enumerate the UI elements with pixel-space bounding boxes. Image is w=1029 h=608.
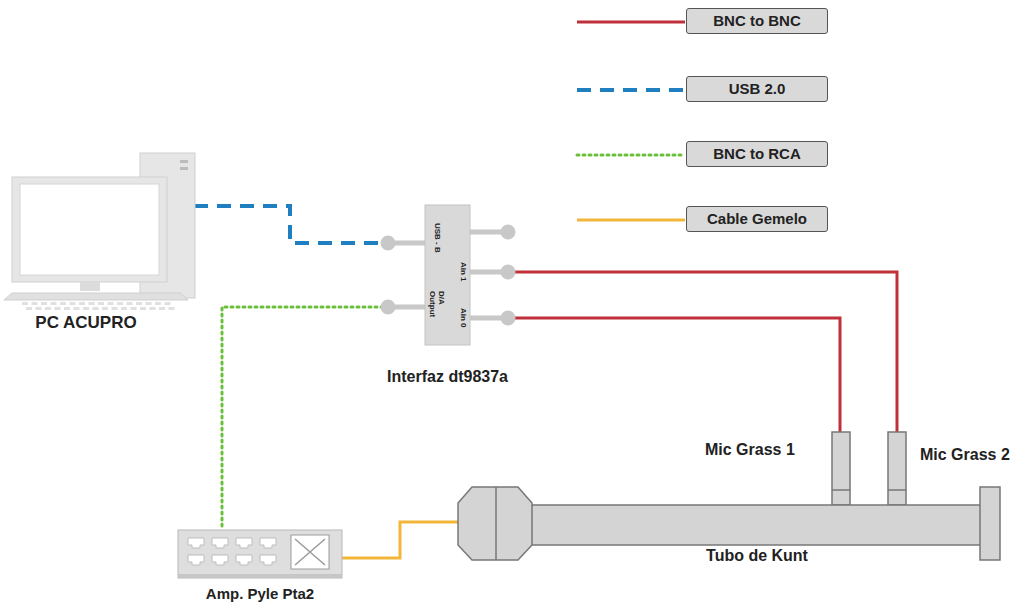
device-label: Mic Grass 2 bbox=[920, 446, 1010, 464]
legend-sample bbox=[577, 21, 685, 24]
device-shape bbox=[832, 432, 850, 505]
port-jack bbox=[503, 313, 513, 323]
device-node: Amp. Pyle Pta2 bbox=[178, 530, 348, 608]
device-shape: USB - B D/A Output Ain 1 Ain 0 bbox=[425, 205, 470, 345]
port-label: Ain 0 bbox=[459, 308, 468, 348]
port-label: USB - B bbox=[433, 223, 442, 283]
legend-text: BNC to RCA bbox=[687, 142, 827, 165]
port-jack bbox=[383, 302, 393, 312]
device-shape bbox=[178, 530, 342, 578]
legend-entry: BNC to RCA bbox=[686, 141, 828, 167]
port-jack bbox=[503, 227, 513, 237]
device-node: Tubo de Kunt bbox=[455, 485, 1005, 585]
device-illustration bbox=[832, 432, 850, 505]
legend-entry: BNC to BNC bbox=[686, 8, 828, 34]
device-label: Interfaz dt9837a bbox=[387, 368, 508, 386]
device-illustration bbox=[178, 530, 342, 578]
legend-sample bbox=[577, 88, 685, 92]
legend-text: BNC to BNC bbox=[687, 9, 827, 32]
port-jack bbox=[383, 238, 393, 248]
device-node: Mic Grass 1 bbox=[700, 430, 855, 508]
legend-entry: Cable Gemelo bbox=[686, 206, 828, 232]
port-label: D/A Output bbox=[428, 291, 446, 321]
legend-text: Cable Gemelo bbox=[687, 207, 827, 230]
cable bbox=[222, 307, 425, 530]
device-node: Mic Grass 2 bbox=[886, 430, 1026, 508]
device-node: PC ACUPRO bbox=[12, 150, 198, 345]
cable bbox=[470, 272, 897, 432]
cable bbox=[342, 522, 458, 558]
legend-entry: USB 2.0 bbox=[686, 76, 828, 102]
device-label: Tubo de Kunt bbox=[706, 547, 808, 565]
device-shape bbox=[12, 150, 197, 315]
device-label: Mic Grass 1 bbox=[705, 441, 795, 459]
device-label: Amp. Pyle Pta2 bbox=[206, 585, 314, 602]
port-label: Ain 1 bbox=[459, 262, 468, 302]
legend-text: USB 2.0 bbox=[687, 77, 827, 100]
device-shape bbox=[888, 432, 906, 505]
device-node: USB - B D/A Output Ain 1 Ain 0 Interfaz dt98… bbox=[360, 200, 520, 390]
device-illustration bbox=[12, 150, 197, 315]
legend-sample bbox=[577, 219, 685, 222]
port-jack bbox=[503, 267, 513, 277]
device-label: PC ACUPRO bbox=[35, 313, 136, 333]
legend-sample bbox=[577, 154, 685, 157]
cable bbox=[470, 318, 840, 432]
device-illustration bbox=[888, 432, 906, 505]
